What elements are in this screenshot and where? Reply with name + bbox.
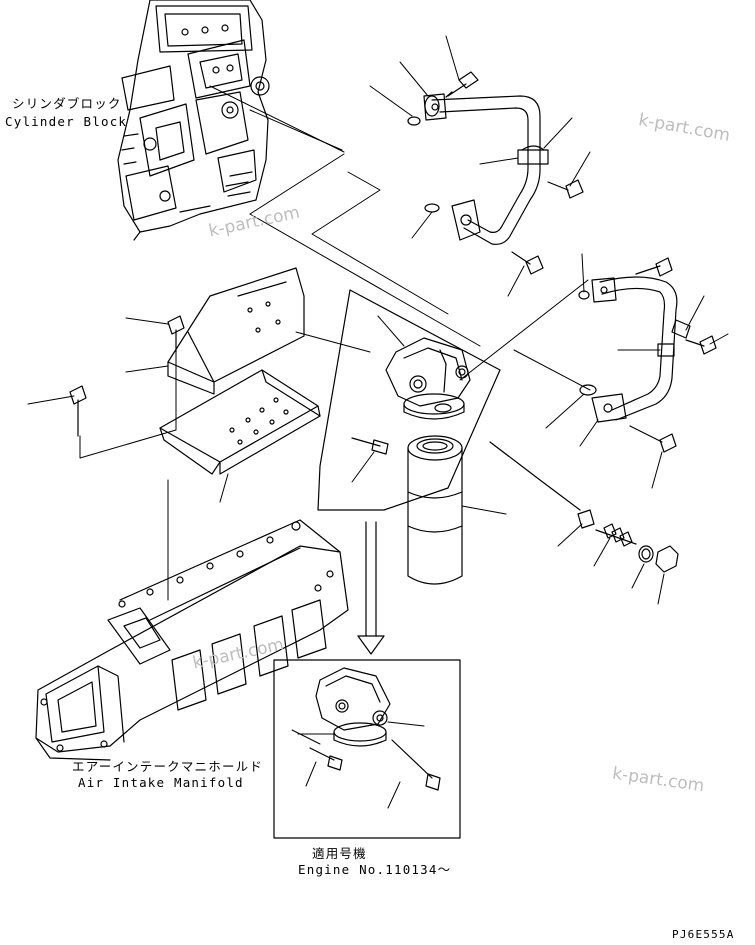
mounting-bracket-drawing [69, 267, 321, 475]
manifold-label-en: Air Intake Manifold [78, 775, 244, 790]
cylinder-block-label-en: Cylinder Block [5, 114, 128, 129]
variant-box-drawing [273, 659, 461, 839]
engine-number-label: Engine No.110134〜 [298, 862, 452, 877]
relief-valve-parts-drawing [489, 441, 679, 573]
filter-head-assembly-frame [317, 289, 501, 511]
oil-filter-cartridge-drawing [407, 435, 463, 585]
applicable-engine-label-ja: 適用号機 [312, 846, 367, 861]
right-oil-tube-drawing [578, 257, 717, 453]
leader-lines [27, 35, 729, 809]
drawing-code: PJ6E555A [672, 928, 735, 941]
cylinder-block-label-ja: シリンダブロック [12, 96, 122, 111]
filter-head-drawing [351, 337, 471, 455]
air-intake-manifold-drawing [35, 519, 349, 761]
upper-oil-tube-drawing [407, 71, 584, 275]
manifold-label-ja: エアーインテークマニホールド [72, 759, 264, 774]
variant-arrow-drawing [357, 521, 385, 655]
cylinder-block-drawing [117, 0, 270, 241]
